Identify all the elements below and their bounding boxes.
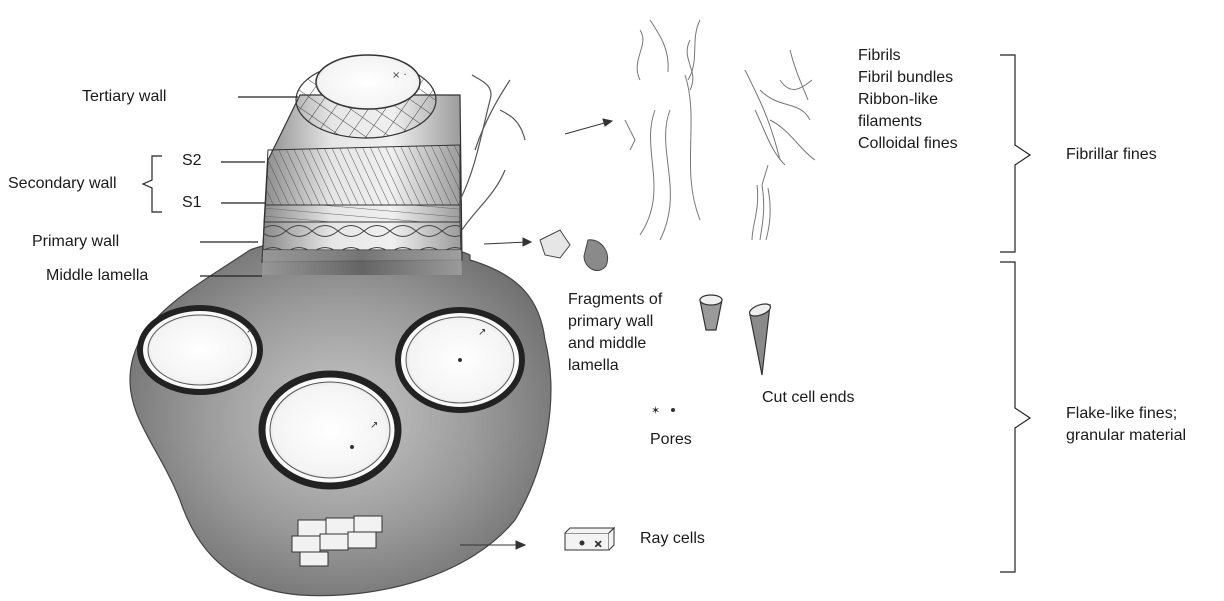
- secondary-wall-bracket: [143, 156, 162, 212]
- s1-layer: [264, 205, 460, 222]
- flake-bracket: [1000, 262, 1030, 572]
- fragments-label-line2: primary wall: [568, 311, 653, 333]
- s1-label: S1: [182, 192, 202, 214]
- flake-like-label-line1: Flake-like fines;: [1066, 403, 1177, 425]
- tertiary-wall-label: Tertiary wall: [82, 86, 166, 108]
- s2-layer: [265, 145, 460, 205]
- lumen-right: ↗: [398, 310, 522, 410]
- svg-text:×: ×: [246, 325, 254, 336]
- primary-wall-label: Primary wall: [32, 231, 119, 253]
- fragments-label-line3: and middle: [568, 333, 646, 355]
- svg-text:↗: ↗: [478, 327, 486, 338]
- svg-text:↗: ↗: [370, 420, 378, 431]
- colloidal-fines-label: Colloidal fines: [858, 133, 958, 155]
- middle-lamella-layer: [262, 250, 462, 275]
- pores-sketch: ✶: [651, 404, 675, 417]
- svg-text:× ·: × ·: [392, 70, 407, 81]
- ribbon-like-label: Ribbon-like: [858, 89, 938, 111]
- svg-text:×: ×: [594, 539, 602, 550]
- filaments-label: filaments: [858, 111, 922, 133]
- s2-label: S2: [182, 150, 202, 172]
- arrow-fragments: [484, 238, 531, 246]
- primary-wall-layer: [263, 222, 461, 250]
- lumen-bottom: ↗: [262, 374, 398, 486]
- fibril-bundles-label: Fibril bundles: [858, 67, 953, 89]
- pores-label: Pores: [650, 429, 692, 451]
- middle-lamella-label: Middle lamella: [46, 265, 148, 287]
- fibrils-label: Fibrils: [858, 45, 901, 67]
- secondary-wall-label: Secondary wall: [8, 173, 117, 195]
- colloidal-sketch: [752, 165, 770, 240]
- ray-cell-sketch: ×: [565, 528, 614, 550]
- fibril-bundles-sketch: [745, 50, 815, 165]
- fragments-label-line1: Fragments of: [568, 289, 662, 311]
- flake-like-label-line2: granular material: [1066, 425, 1186, 447]
- tower-fibrils: [460, 75, 525, 230]
- fibrillar-bracket: [1000, 55, 1030, 252]
- fibrillar-fines-label: Fibrillar fines: [1066, 144, 1157, 166]
- fragments-label-line4: lamella: [568, 355, 619, 377]
- lumen-left: ×: [140, 308, 260, 392]
- fibrils-sketch: [625, 20, 700, 240]
- top-lumen: [316, 55, 420, 109]
- cut-cell-ends: [700, 295, 772, 375]
- arrow-fibrils: [565, 119, 612, 134]
- svg-text:✶: ✶: [651, 404, 660, 417]
- fragment-pieces: [540, 230, 608, 271]
- ray-cells-label: Ray cells: [640, 528, 705, 550]
- cut-cell-ends-label: Cut cell ends: [762, 387, 855, 409]
